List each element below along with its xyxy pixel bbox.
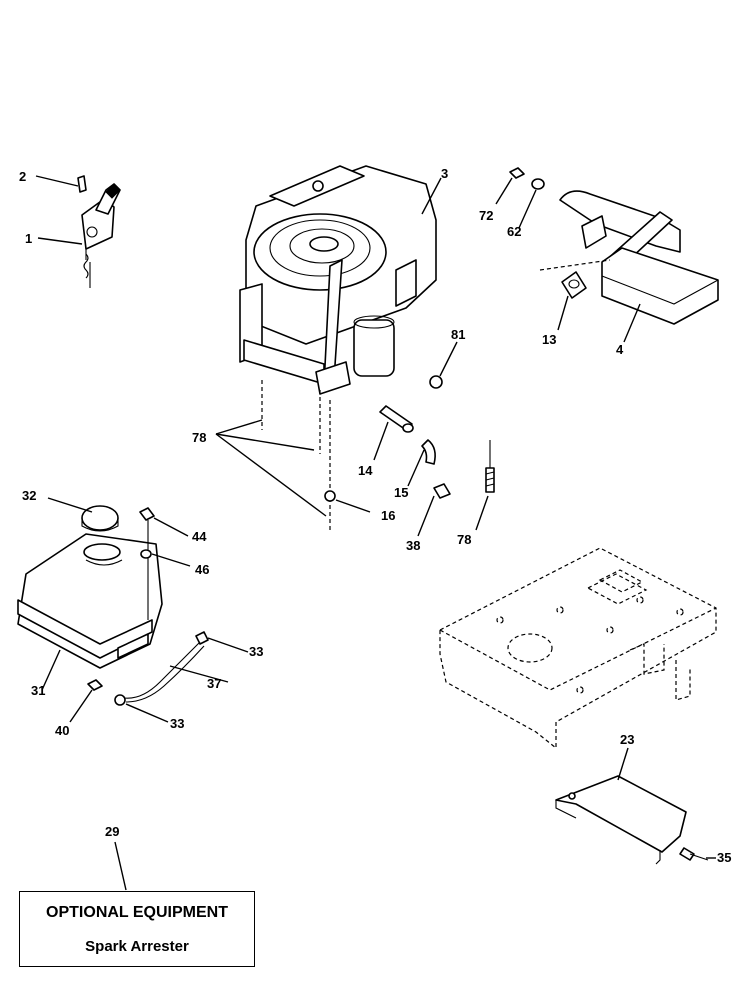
callout-38: 38 [406, 538, 420, 553]
fuel-line [114, 631, 209, 706]
callout-72: 72 [479, 208, 493, 223]
engine [239, 165, 437, 530]
muffler-assembly [509, 167, 719, 325]
callout-40: 40 [55, 723, 69, 738]
callout-16: 16 [381, 508, 395, 523]
callout-33-b: 33 [170, 716, 184, 731]
callout-37: 37 [207, 676, 221, 691]
callout-46: 46 [195, 562, 209, 577]
fuel-tank [17, 505, 163, 691]
callout-2: 2 [19, 169, 26, 184]
fuel-fittings [324, 375, 495, 502]
callout-78-b: 78 [457, 532, 471, 547]
callout-23: 23 [620, 732, 634, 747]
callout-1: 1 [25, 231, 32, 246]
callout-14: 14 [358, 463, 373, 478]
optional-equipment-title: OPTIONAL EQUIPMENT [46, 904, 228, 921]
callout-33-a: 33 [249, 644, 263, 659]
frame [439, 547, 717, 750]
callout-62: 62 [507, 224, 521, 239]
callout-81: 81 [451, 327, 465, 342]
callout-35: 35 [717, 850, 731, 865]
optional-equipment-item: Spark Arrester [85, 938, 189, 955]
callout-44: 44 [192, 529, 207, 544]
throttle-control [77, 175, 121, 288]
callout-labels: 2 1 3 72 62 13 4 81 78 14 15 16 38 78 32… [19, 166, 731, 865]
callout-13: 13 [542, 332, 556, 347]
callout-78-a: 78 [192, 430, 206, 445]
shield [555, 775, 709, 865]
callout-31: 31 [31, 683, 45, 698]
callout-32: 32 [22, 488, 36, 503]
leader-lines [35, 175, 716, 891]
callout-15: 15 [394, 485, 408, 500]
callout-4: 4 [616, 342, 624, 357]
callout-3: 3 [441, 166, 448, 181]
optional-equipment-box: OPTIONAL EQUIPMENT Spark Arrester [19, 891, 255, 967]
callout-29: 29 [105, 824, 119, 839]
